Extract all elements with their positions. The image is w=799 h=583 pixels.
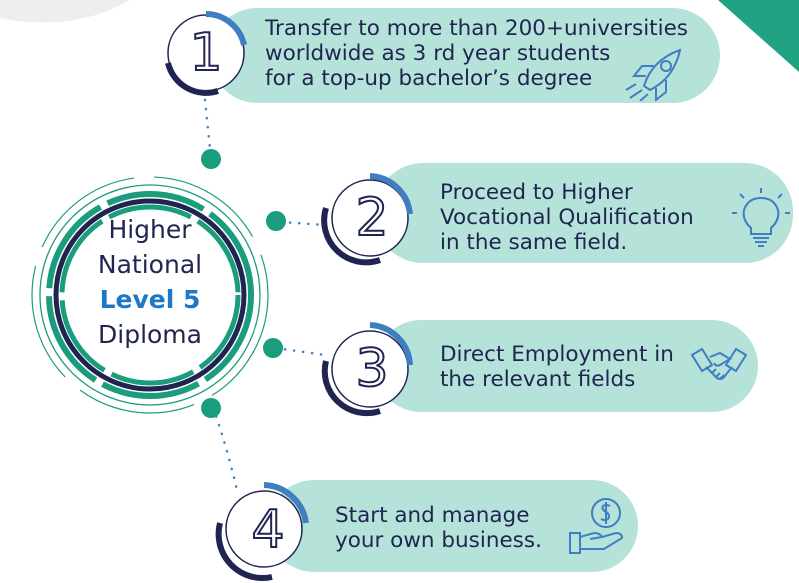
handshake-icon	[690, 347, 748, 380]
step-2-text: Proceed to Higher Vocational Qualificati…	[440, 180, 694, 255]
center-line-national: National	[97, 250, 203, 279]
step-2-line-3: in the same field.	[440, 230, 628, 255]
lightbulb-icon	[732, 188, 790, 247]
connector-dot-3	[263, 338, 283, 358]
center-ring	[31, 176, 269, 414]
step-4-number-badge: 4	[210, 477, 314, 583]
connector-dot-2	[266, 211, 286, 231]
step-2-number-badge: 2	[318, 168, 418, 268]
step-1-number: 1	[188, 22, 223, 84]
top-left-grey-shape	[0, 0, 130, 23]
step-1-line-1: Transfer to more than 200+universities	[265, 16, 688, 41]
step-3-line-2: the relevant fields	[440, 367, 636, 392]
center-line-diploma: Diploma	[98, 320, 202, 349]
step-4-pill	[268, 480, 638, 572]
step-4-line-2: your own business.	[335, 528, 542, 553]
step-2-number: 2	[354, 187, 389, 249]
center-line-higher: Higher	[108, 215, 192, 244]
top-right-green-triangle	[718, 0, 799, 72]
step-4-text: Start and manage your own business.	[335, 503, 542, 553]
connector-dot-4	[201, 398, 221, 418]
connector-3	[274, 346, 327, 357]
step-1-line-2: worldwide as 3 rd year students	[265, 41, 611, 66]
connector-dot-1	[201, 149, 221, 169]
step-1-line-3: for a top-up bachelor’s degree	[265, 66, 593, 91]
center-label: Higher National Level 5 Diploma	[60, 212, 240, 352]
step-1-pill	[210, 8, 720, 103]
step-1-text: Transfer to more than 200+universities w…	[265, 16, 688, 91]
step-2-pill	[375, 163, 793, 263]
step-4-number: 4	[250, 499, 285, 561]
money-hand-icon	[569, 498, 624, 554]
step-2-line-1: Proceed to Higher	[440, 180, 633, 205]
center-line-level: Level 5	[99, 285, 201, 314]
step-3-number-badge: 3	[318, 317, 418, 417]
step-3-text: Direct Employment in the relevant fields	[440, 342, 674, 392]
step-1-number-badge: 1	[158, 5, 254, 101]
step-2-line-2: Vocational Qualification	[440, 205, 694, 230]
step-4-line-1: Start and manage	[335, 503, 530, 528]
rocket-icon	[625, 48, 682, 101]
connector-2	[279, 220, 327, 227]
step-3-pill	[375, 320, 758, 412]
step-3-line-1: Direct Employment in	[440, 342, 674, 367]
connector-1	[203, 98, 213, 160]
step-3-number: 3	[354, 338, 389, 400]
